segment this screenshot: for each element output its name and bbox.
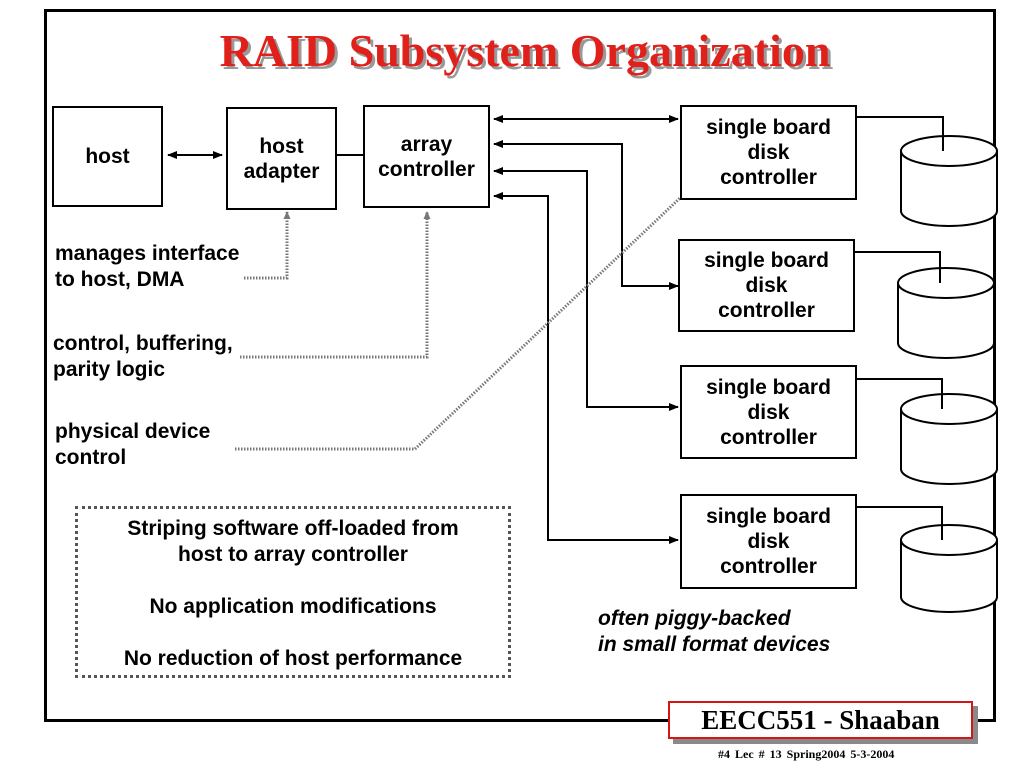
host-box: host xyxy=(52,106,163,207)
array-controller-box: array controller xyxy=(363,105,490,208)
host-adapter-box: host adapter xyxy=(226,107,337,210)
disk-controller-box-4: single board disk controller xyxy=(680,494,857,589)
summary-box: Striping software off-loaded from host t… xyxy=(75,506,511,678)
disk-controller-box-1: single board disk controller xyxy=(680,105,857,200)
bus-link-4 xyxy=(493,192,679,544)
disk-icon-2 xyxy=(897,252,995,359)
disk-controller-note: physical device control xyxy=(55,420,211,469)
disk-controller-box-3: single board disk controller xyxy=(680,365,857,459)
device-note-leader xyxy=(235,196,682,451)
summary-line-2: No application modifications xyxy=(149,595,437,618)
controller-note-leader xyxy=(240,211,431,359)
page-title: RAID Subsystem Organization xyxy=(219,25,831,76)
array-controller-note: control, buffering, parity logic xyxy=(53,332,233,381)
adapter-note-leader xyxy=(244,211,291,280)
disk-icon-1 xyxy=(900,122,998,227)
slide-footer: #4 Lec # 13 Spring2004 5-3-2004 xyxy=(718,747,895,761)
piggy-backed-note: often piggy-backed in small format devic… xyxy=(598,607,831,656)
disk-icon-4 xyxy=(900,507,998,613)
host-adapter-note: manages interface to host, DMA xyxy=(55,242,240,291)
slide-frame xyxy=(44,9,996,722)
summary-line-1: Striping software off-loaded from host t… xyxy=(127,517,459,566)
disk-controller-box-2: single board disk controller xyxy=(678,239,855,332)
summary-line-3: No reduction of host performance xyxy=(123,647,463,670)
course-badge: EECC551 - Shaaban xyxy=(668,701,973,739)
disk-icon-3 xyxy=(900,379,998,485)
